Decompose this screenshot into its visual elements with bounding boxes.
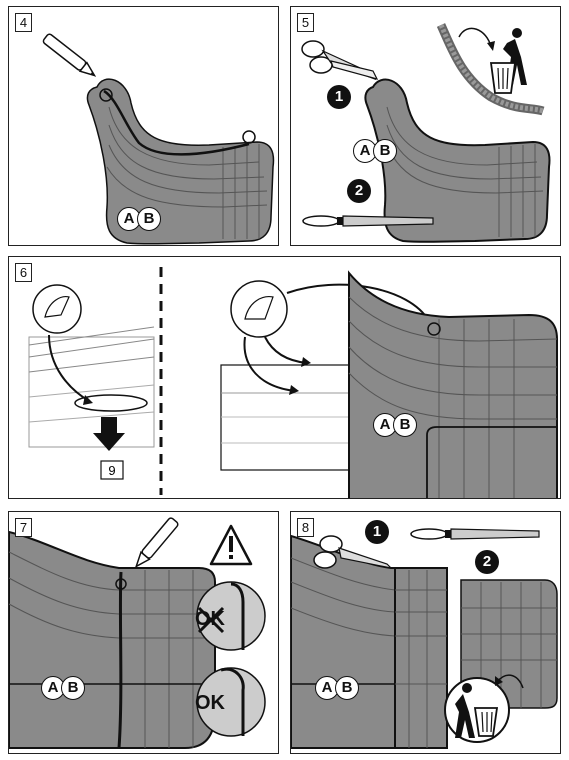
arrow-icon [48,334,90,402]
zoom-lens-right [230,280,288,338]
pen-icon [42,33,97,77]
variant-ab-label: A B [41,676,85,700]
file-tool-icon [410,528,540,540]
variant-ab-label: A B [373,413,417,437]
wrong-label: OK [195,608,225,630]
step-4-illustration [42,33,275,245]
trash-bin-icon [444,677,510,743]
variant-ab-label: A B [353,139,397,163]
variant-b: B [393,413,417,437]
step-number: 4 [15,13,32,32]
step-5-illustration [301,23,551,243]
file-tool-icon [302,215,434,227]
cut-off-strip [460,579,558,709]
variant-b: B [137,207,161,231]
step-8-illustration [291,528,558,749]
step-number: 8 [297,518,314,537]
right-cut-detail [196,667,266,737]
step-7-panel: 7 [8,511,279,754]
wrong-cut-detail [196,581,266,651]
step-6-illustration: 9 [28,267,558,498]
step-6-panel: 6 9 [8,256,561,499]
arrow-icon [458,27,492,48]
goto-step-box [100,460,124,480]
step-number: 7 [15,518,32,537]
template-strip-left [28,326,155,448]
badge-step-1: 1 [327,85,351,109]
variant-b: B [61,676,85,700]
trash-bin-icon [489,28,527,94]
variant-b: B [373,139,397,163]
arrow-down-icon [93,417,125,451]
variant-b: B [335,676,359,700]
pen-icon [134,517,179,568]
zoom-lens-left [32,284,82,334]
template-strip-right [220,364,350,471]
goto-step-number: 9 [108,463,115,478]
variant-a: A [41,676,65,700]
mudflap-template [86,78,275,245]
mudflap-template-cut [291,534,448,749]
step-number: 6 [15,263,32,282]
scissors-icon [301,40,379,81]
mudflap-template-zoomed [348,270,558,498]
step-8-panel: 8 [290,511,561,754]
cut-strip [436,23,545,116]
badge-step-1: 1 [365,520,389,544]
scissors-icon [313,535,393,569]
warning-icon [209,524,253,566]
step-4-panel: 4 A B [8,6,279,246]
step-number: 5 [297,13,314,32]
right-label: OK [195,692,225,714]
variant-ab-label: A B [117,207,161,231]
mudflap-template-zoomed [9,530,216,749]
variant-ab-label: A B [315,676,359,700]
badge-step-2: 2 [475,550,499,574]
step-5-panel: 5 [290,6,561,246]
step-7-illustration [9,517,266,749]
badge-step-2: 2 [347,179,371,203]
